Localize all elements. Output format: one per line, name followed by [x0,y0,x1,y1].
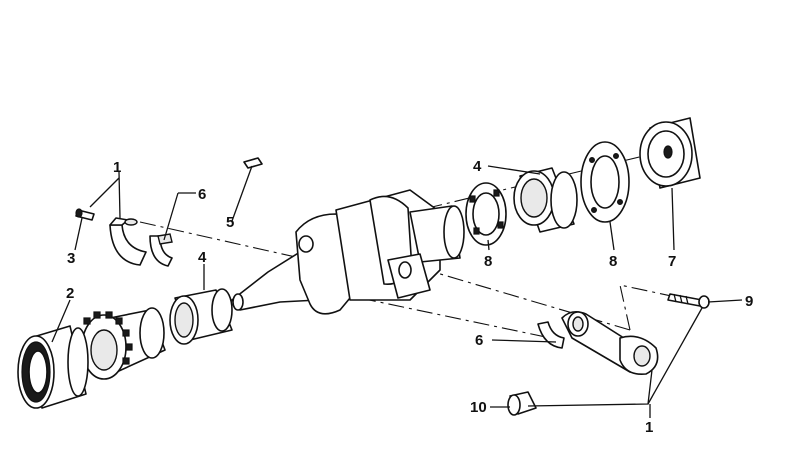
callout-8-race: 8 [484,253,492,270]
callout-10: 10 [470,399,487,416]
bearing-ring-left [169,288,233,345]
callout-3: 3 [67,250,75,267]
thrust-bearing-shell [149,233,173,267]
callout-9: 9 [745,293,753,310]
callout-6-lower: 6 [475,332,483,349]
woodruff-key [243,157,263,169]
callout-1-upper: 1 [113,159,121,176]
bearing-race-right [465,182,507,246]
shaft-seal [639,117,701,189]
bearing-cover-plate [580,141,630,223]
callout-1-lower: 1 [645,419,653,436]
callout-5: 5 [226,214,234,231]
callout-4-left: 4 [198,249,207,266]
callout-4-right: 4 [473,158,482,175]
rod-bolt [667,293,710,309]
rod-bearing-shell [537,321,565,349]
ball-bearing [17,325,89,409]
main-bearing-shell-upper [109,217,147,266]
crankshaft [231,189,465,315]
leader-lines [51,165,743,418]
timing-sprocket [81,307,166,380]
callout-7: 7 [668,253,676,270]
dowel-pin [75,208,95,221]
callout-6-upper: 6 [198,186,206,203]
callout-2: 2 [66,285,74,302]
callout-8-plate: 8 [609,253,617,270]
connecting-rod [561,310,659,376]
callout-labels: 1 3 6 5 4 2 4 8 8 7 9 6 10 1 [66,158,753,436]
bearing-ring-right [513,167,578,233]
small-end-bushing [507,391,537,416]
